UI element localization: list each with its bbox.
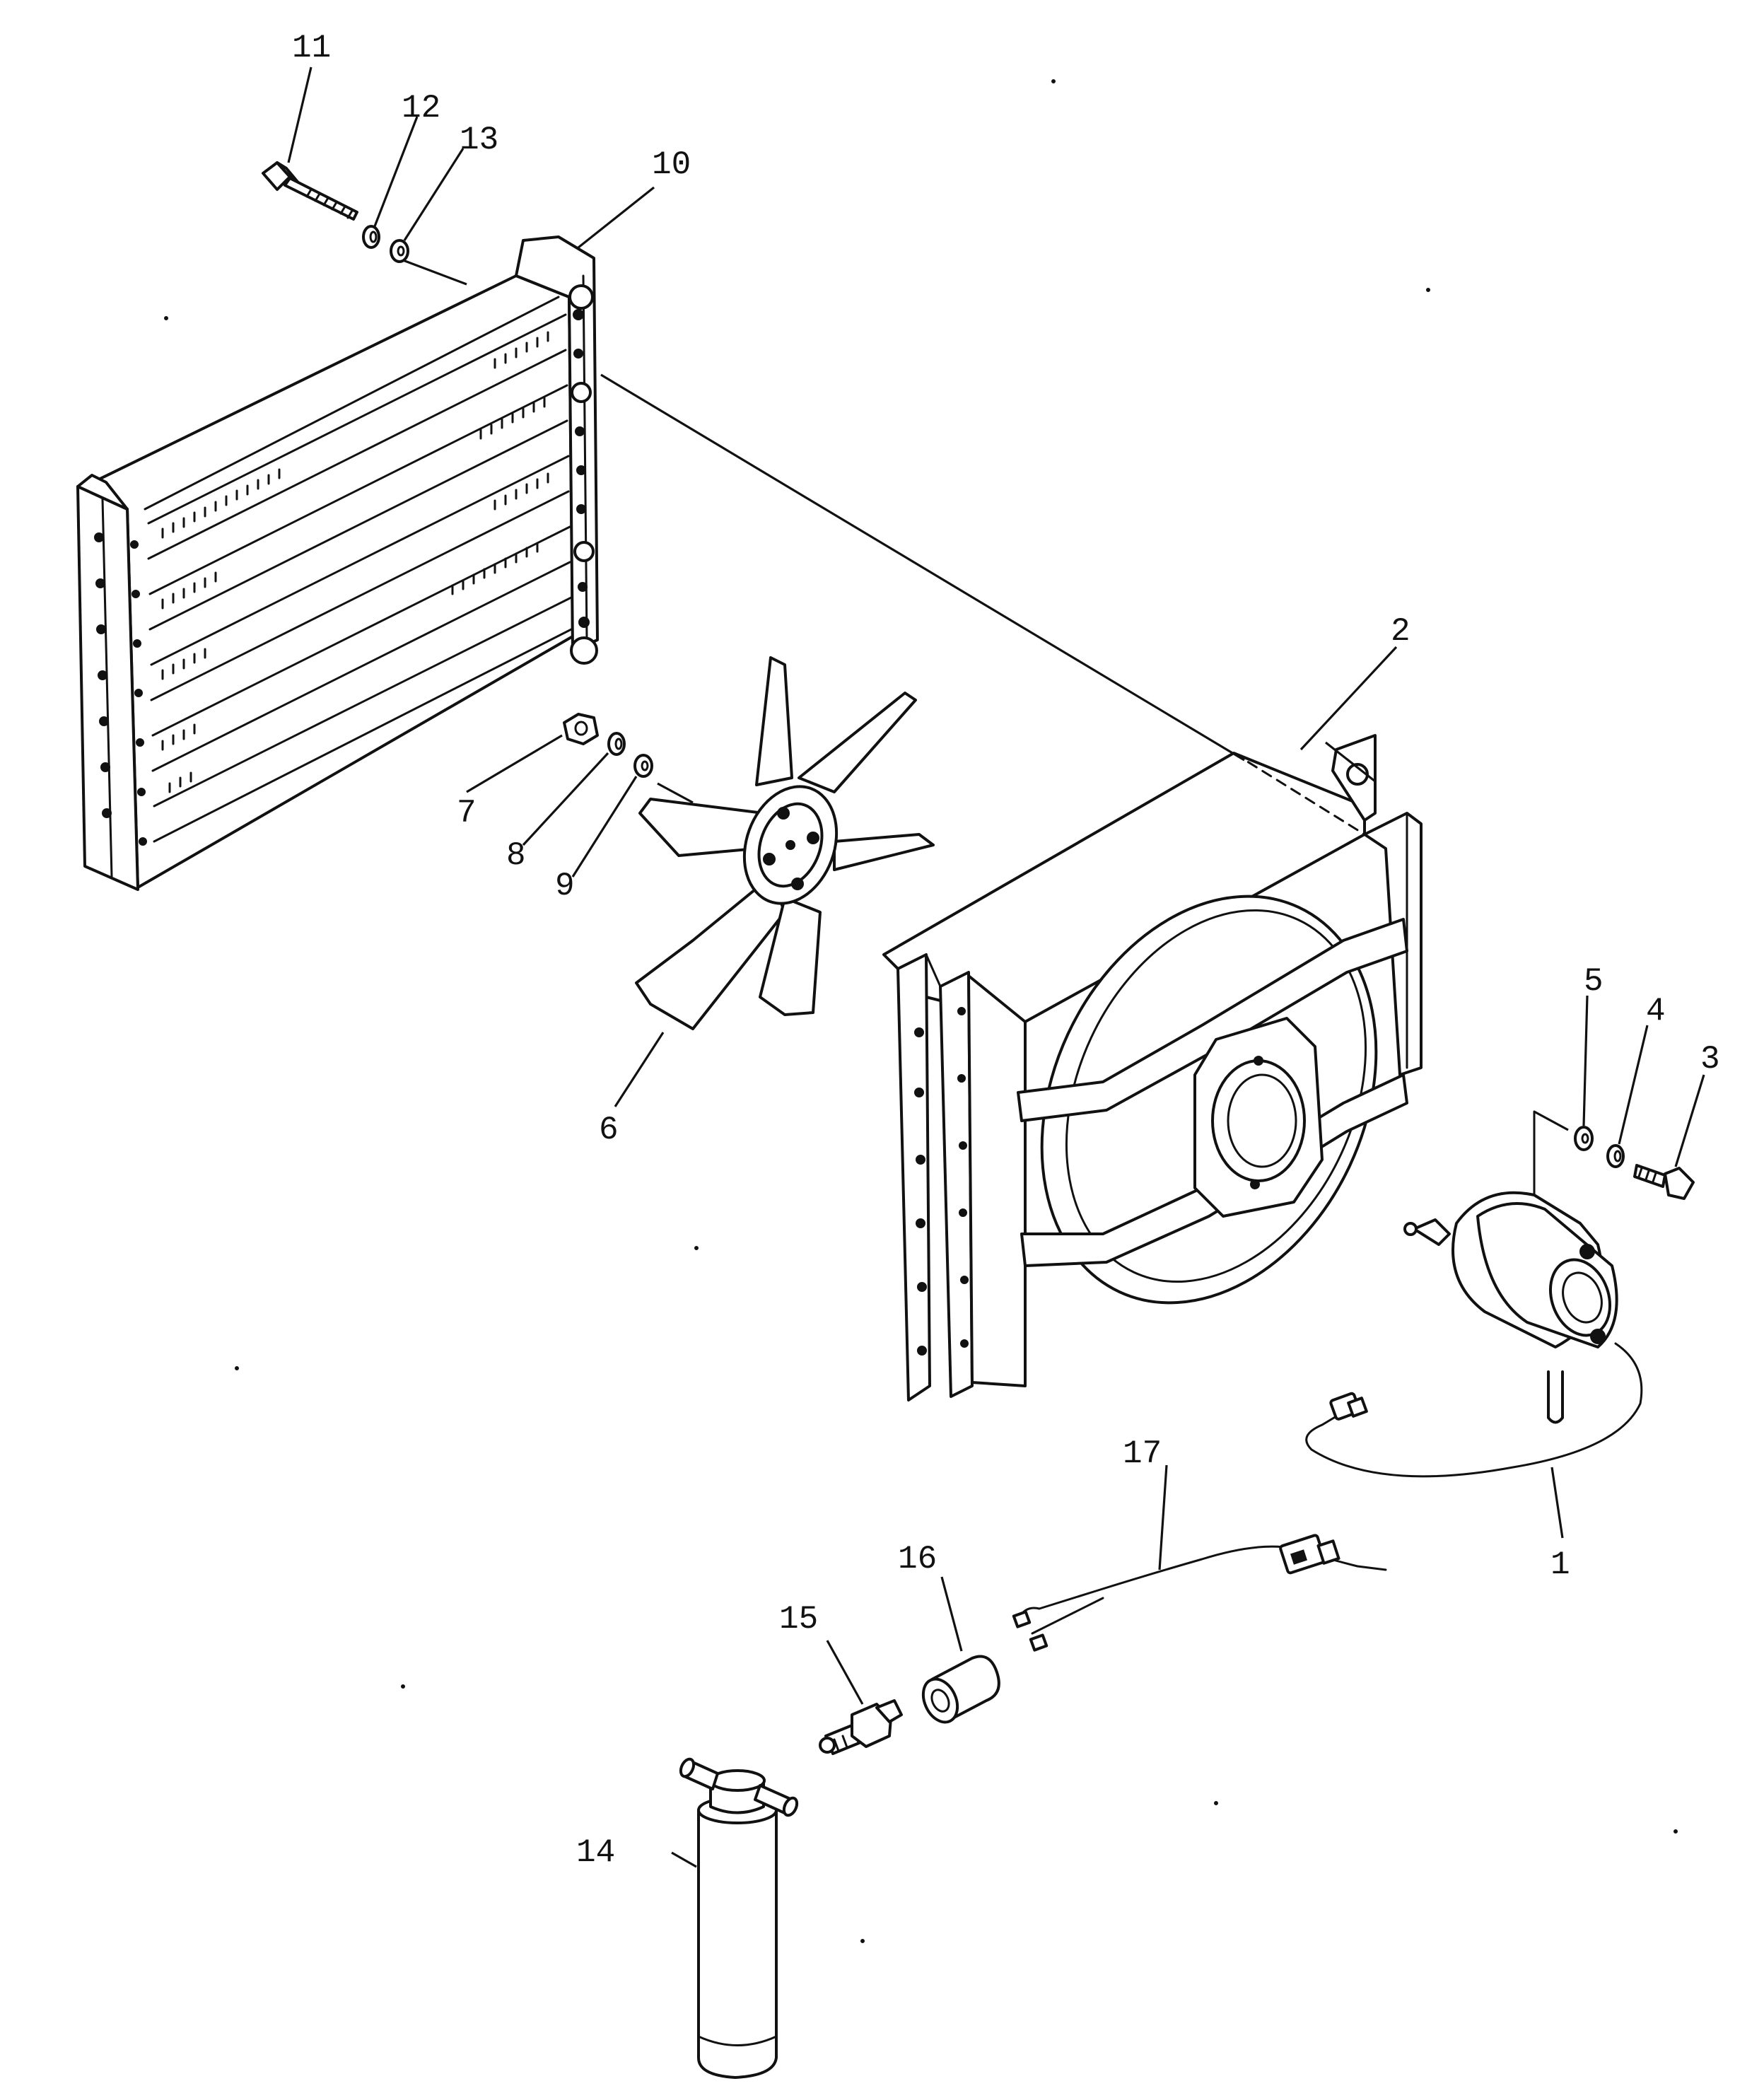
- spring-washer-icon: [1606, 1144, 1625, 1168]
- flat-washer-icon: [390, 239, 409, 263]
- callout-4: 4: [1646, 993, 1666, 1030]
- callout-1: 1: [1550, 1546, 1570, 1583]
- callout-12: 12: [402, 90, 440, 127]
- callout-11: 11: [292, 30, 331, 66]
- callout-8: 8: [506, 837, 526, 874]
- spring-washer-icon: [607, 732, 626, 756]
- callout-16: 16: [898, 1541, 937, 1578]
- callout-10: 10: [652, 146, 691, 183]
- nut-icon: [563, 713, 599, 745]
- connector-icon: [921, 1655, 1000, 1724]
- receiver-drier-icon: [679, 1757, 799, 2079]
- callout-6: 6: [599, 1112, 619, 1148]
- bolt-icon: [1633, 1164, 1695, 1200]
- spring-washer-icon: [362, 225, 380, 249]
- fan-shroud-icon: [882, 734, 1423, 1401]
- flat-washer-icon: [1574, 1126, 1594, 1151]
- pressure-switch-icon: [819, 1699, 903, 1755]
- callout-3: 3: [1700, 1041, 1720, 1078]
- bolt-icon: [262, 161, 358, 221]
- leader-lines: [287, 66, 1705, 1868]
- assembly-line: [600, 373, 1245, 762]
- callout-2: 2: [1391, 613, 1410, 650]
- callout-15: 15: [779, 1601, 818, 1638]
- scan-specks: [164, 79, 1678, 1943]
- condenser-icon: [76, 235, 599, 891]
- flat-washer-icon: [633, 754, 653, 778]
- callout-5: 5: [1584, 963, 1604, 1000]
- callout-17: 17: [1123, 1435, 1162, 1472]
- fan-icon: [635, 656, 935, 1030]
- wire-harness-icon: [1012, 1534, 1387, 1652]
- callout-13: 13: [460, 122, 498, 158]
- callout-14: 14: [576, 1834, 615, 1871]
- callout-9: 9: [555, 868, 575, 904]
- motor-icon: [1305, 1110, 1643, 1478]
- callout-7: 7: [457, 795, 477, 832]
